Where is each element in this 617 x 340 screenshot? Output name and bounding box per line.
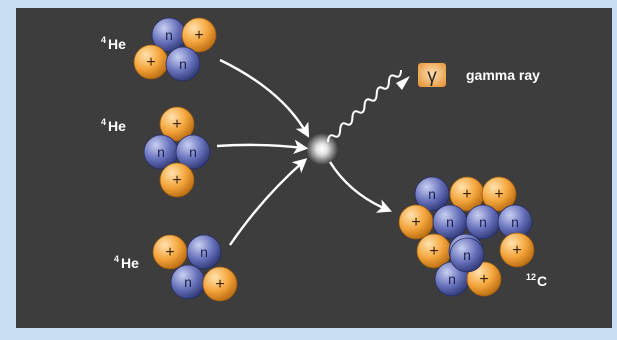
proton-sphere: [202, 266, 238, 302]
element-symbol: He: [121, 255, 139, 271]
neutron-label: n: [157, 144, 165, 160]
proton-sphere: [181, 17, 217, 53]
neutron: n: [449, 237, 485, 273]
arrow-to-carbon: [328, 161, 392, 213]
nucleus-he-bottom: + nn +: [152, 234, 238, 302]
neutron-label: n: [189, 144, 197, 160]
neutron-label: n: [511, 214, 519, 230]
gamma-symbol-box: [418, 63, 446, 87]
nuclei-layer: n++n+nn++nn+n+++nnn+n+n+n: [133, 17, 535, 302]
fusion-flash: [306, 133, 338, 165]
gamma-wave-arrow: [327, 69, 403, 143]
proton-label: +: [165, 244, 174, 261]
proton-sphere: [481, 176, 517, 212]
proton: +: [159, 162, 195, 198]
proton-label: +: [146, 54, 155, 71]
label-he-bottom: 4 He: [114, 254, 139, 271]
mass-number: 4: [101, 117, 106, 127]
proton: +: [181, 17, 217, 53]
neutron-sphere: [165, 46, 201, 82]
neutron-label: n: [179, 56, 187, 72]
background-panel: [16, 8, 612, 328]
element-symbol: He: [108, 36, 126, 52]
proton-sphere: [159, 162, 195, 198]
proton: +: [499, 232, 535, 268]
proton-label: +: [194, 27, 203, 44]
neutron: n: [143, 134, 179, 170]
neutron-label: n: [479, 214, 487, 230]
proton: +: [398, 204, 434, 240]
proton: +: [152, 234, 188, 270]
label-he-middle: 4 He: [101, 117, 126, 134]
neutron-sphere: [186, 234, 222, 270]
proton-label: +: [172, 116, 181, 133]
proton-label: +: [462, 186, 471, 203]
proton-label: +: [172, 172, 181, 189]
arrow-bottom-he: [229, 158, 308, 246]
neutron: n: [465, 204, 501, 240]
proton: +: [133, 44, 169, 80]
neutron-label: n: [165, 27, 173, 43]
neutron-sphere: [175, 134, 211, 170]
proton: +: [202, 266, 238, 302]
neutron-label: n: [428, 186, 436, 202]
nucleus-carbon: n+++nnn+n+n+n: [398, 176, 535, 297]
mass-number: 4: [114, 254, 119, 264]
neutron: n: [175, 134, 211, 170]
neutron: n: [165, 46, 201, 82]
neutron-sphere: [449, 237, 485, 273]
proton-sphere: [466, 261, 502, 297]
neutron-label: n: [446, 214, 454, 230]
element-symbol: C: [537, 273, 547, 289]
gamma-symbol: γ: [427, 66, 437, 87]
proton-label: +: [479, 271, 488, 288]
mass-number: 12: [526, 272, 536, 282]
neutron: n: [414, 176, 450, 212]
neutron: n: [432, 204, 468, 240]
arrow-middle-he: [216, 139, 309, 154]
gamma-ray-label: gamma ray: [466, 67, 540, 83]
proton: +: [159, 106, 195, 142]
mass-number: 4: [101, 35, 106, 45]
proton-label: +: [494, 186, 503, 203]
neutron: n: [170, 264, 206, 300]
label-he-top: 4 He: [101, 35, 126, 52]
nucleus-he-middle: + n n +: [143, 106, 211, 198]
neutron-label: n: [463, 247, 471, 263]
gamma-arrow-head: [396, 76, 410, 90]
proton: +: [481, 176, 517, 212]
proton-label: +: [429, 243, 438, 260]
proton-sphere: [159, 106, 195, 142]
proton-label: +: [215, 276, 224, 293]
element-symbol: He: [108, 118, 126, 134]
nucleus-he-top: n + + n: [133, 17, 217, 82]
proton-label: +: [411, 214, 420, 231]
neutron-label: n: [184, 274, 192, 290]
proton-sphere: [499, 232, 535, 268]
neutron: n: [186, 234, 222, 270]
proton-label: +: [512, 242, 521, 259]
arrow-top-he: [219, 58, 310, 138]
label-carbon: 12 C: [526, 272, 547, 289]
neutron-sphere: [414, 176, 450, 212]
neutron-label: n: [448, 271, 456, 287]
proton: +: [466, 261, 502, 297]
neutron-label: n: [200, 244, 208, 260]
